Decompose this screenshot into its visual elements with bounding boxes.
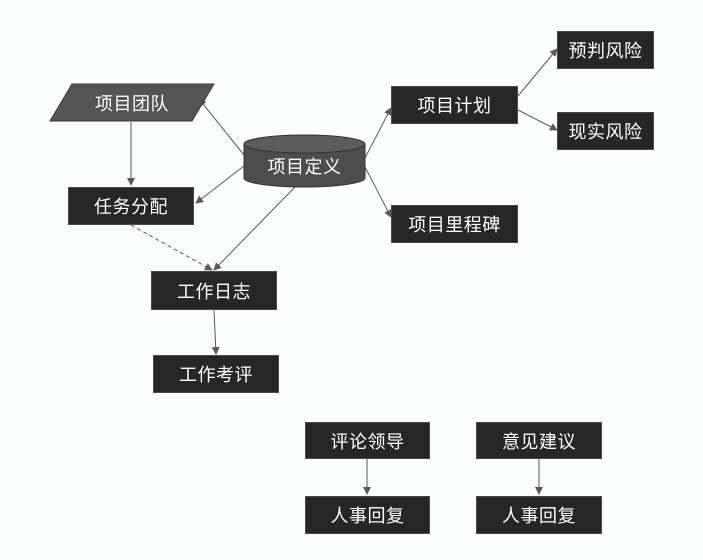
predict-risk-node[interactable]: 预判风险 — [557, 31, 654, 69]
task-assign-node[interactable]: 任务分配 — [68, 187, 194, 225]
comment-leader-label: 评论领导 — [330, 431, 405, 453]
work-review-node[interactable]: 工作考评 — [153, 355, 279, 393]
edge-definition-to-plan — [364, 107, 392, 159]
edge-definition-to-team — [198, 98, 245, 156]
team-node[interactable]: 项目团队 — [49, 83, 215, 122]
milestone-label: 项目里程碑 — [408, 215, 501, 236]
work-review-label: 工作考评 — [179, 365, 253, 386]
reply-node-1[interactable]: 人事回复 — [305, 496, 430, 534]
plan-label: 项目计划 — [417, 96, 492, 117]
suggestion-label: 意见建议 — [502, 431, 576, 453]
edge-plan-to-real-risk — [517, 109, 558, 131]
definition-label: 项目定义 — [267, 157, 342, 178]
task-assign-label: 任务分配 — [94, 197, 168, 218]
team-label: 项目团队 — [95, 93, 169, 115]
edge-task-assign-to-work-log — [130, 224, 213, 271]
parallelogram-shape — [49, 83, 215, 122]
definition-node[interactable]: 项目定义 — [243, 134, 366, 188]
reply-label-1: 人事回复 — [330, 506, 405, 527]
predict-risk-label: 预判风险 — [568, 41, 643, 62]
milestone-node[interactable]: 项目里程碑 — [391, 205, 518, 243]
reply-label-2: 人事回复 — [502, 506, 576, 527]
real-risk-node[interactable]: 现实风险 — [557, 112, 654, 150]
work-log-label: 工作日志 — [177, 281, 251, 303]
suggestion-node[interactable]: 意见建议 — [476, 422, 602, 459]
comment-leader-node[interactable]: 评论领导 — [305, 422, 430, 459]
real-risk-label: 现实风险 — [568, 122, 643, 143]
edge-work-log-to-work-review — [211, 309, 220, 355]
edge-definition-to-task-assign — [195, 165, 245, 204]
plan-node[interactable]: 项目计划 — [391, 86, 518, 124]
edge-definition-to-work-log — [213, 186, 296, 271]
edge-definition-to-milestone — [364, 166, 392, 218]
reply-node-2[interactable]: 人事回复 — [476, 496, 602, 534]
work-log-node[interactable]: 工作日志 — [151, 271, 277, 310]
edge-plan-to-predict-risk — [517, 48, 558, 97]
cylinder-shape — [243, 134, 366, 188]
